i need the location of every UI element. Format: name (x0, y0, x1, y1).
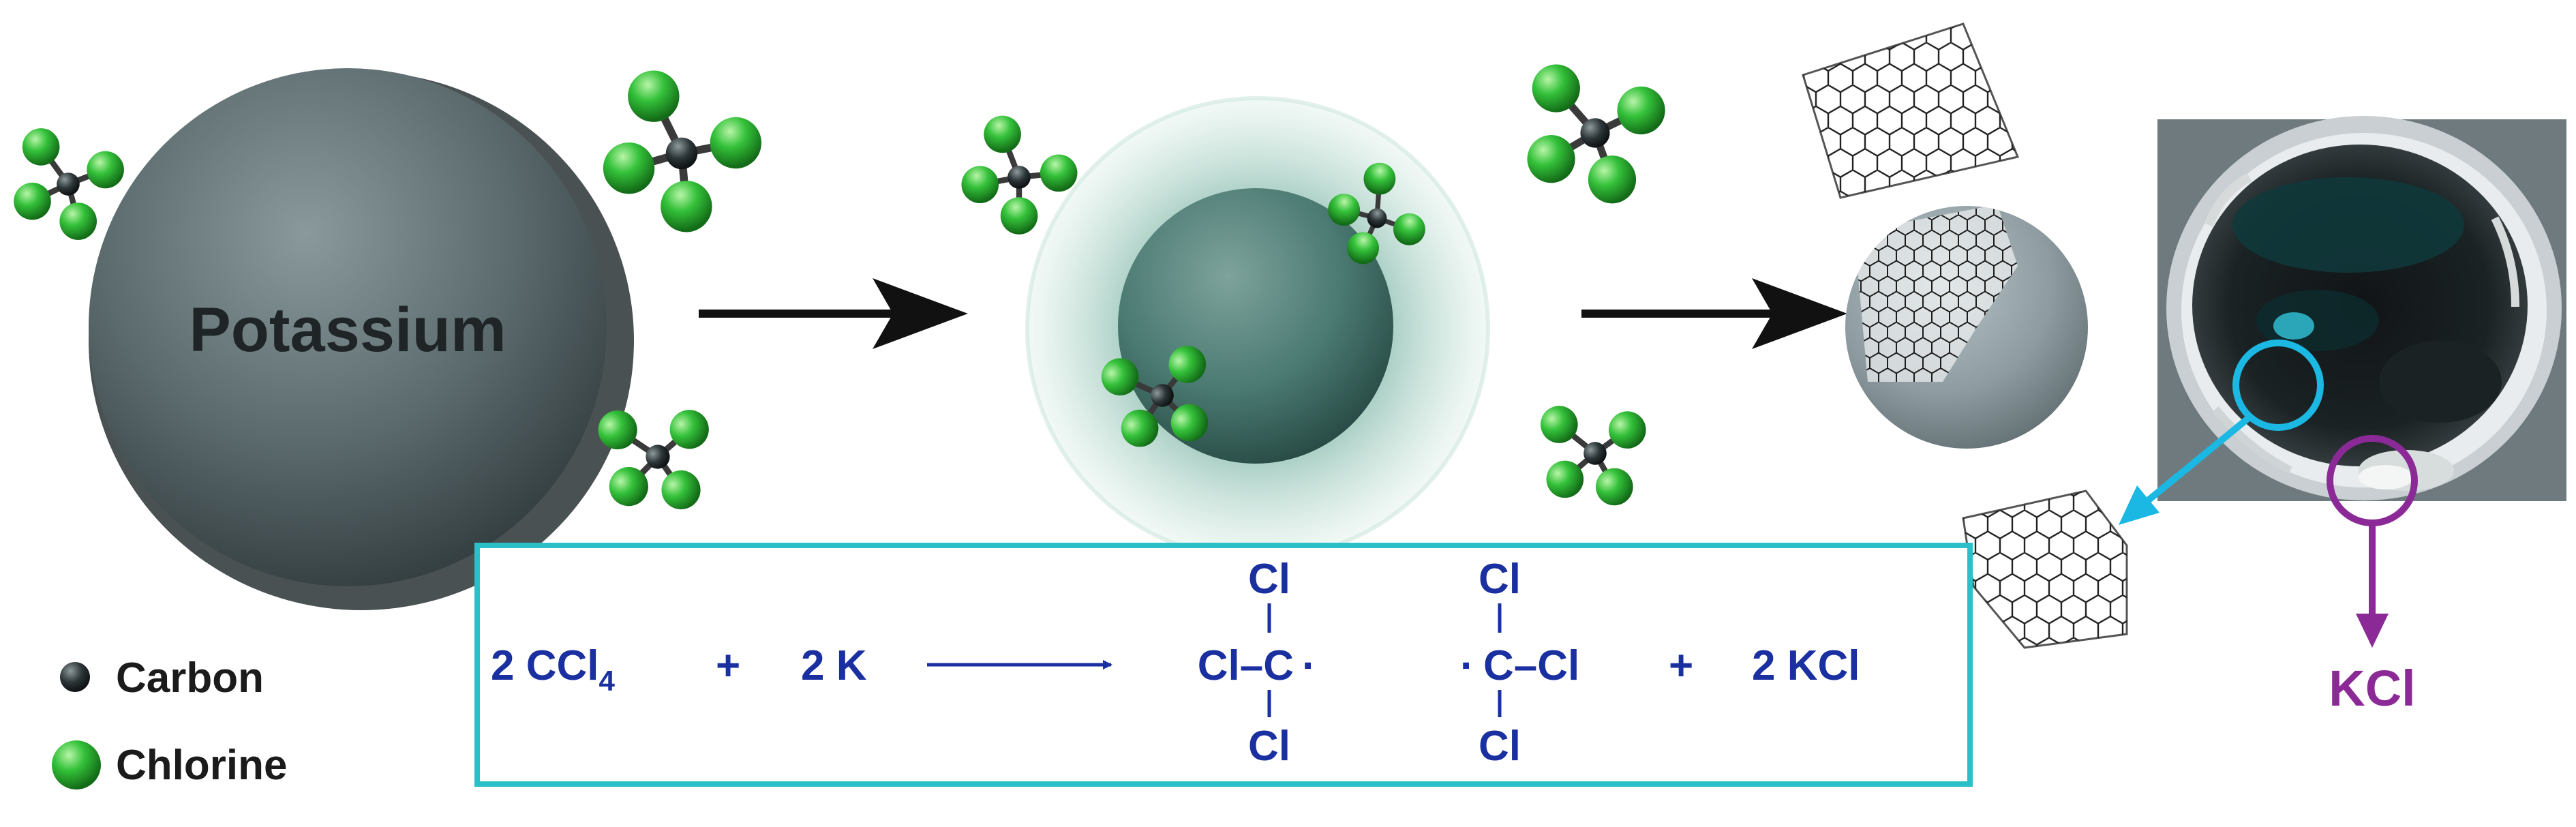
graphene-sheet-icon (1962, 490, 2128, 649)
potassium-label: Potassium (189, 295, 506, 365)
product-kcl: 2 KCl (1752, 642, 1860, 689)
carbon-atom-icon (60, 662, 90, 692)
ccl4-molecule-icon (594, 64, 771, 243)
radical1-top-cl: Cl (1248, 556, 1290, 603)
chlorine-atom-icon (52, 740, 101, 790)
kcl-label: KCl (2329, 660, 2415, 717)
graphene-sheet-icon (1802, 22, 2020, 199)
radical2-middle: C–Cl (1483, 642, 1579, 689)
reacting-sphere (1025, 96, 1490, 561)
legend: Carbon Chlorine (52, 655, 287, 790)
plus-sign-1: + (716, 642, 740, 689)
legend-chlorine-label: Chlorine (116, 742, 287, 789)
graphene-coated-sphere (1845, 206, 2088, 449)
ccl4-molecule-icon (14, 128, 124, 240)
ccl4-molecule-icon (1528, 385, 1664, 522)
reaction-arrow-icon (1581, 278, 1847, 349)
product-photo (2157, 116, 2566, 501)
radical2-top-cl: Cl (1479, 556, 1521, 603)
radical2-bottom-cl: Cl (1479, 723, 1521, 770)
reactant-ccl4: 2 CCl4 (491, 642, 615, 697)
equation-box: 2 CCl4 + 2 K Cl Cl–C · Cl Cl · C–Cl Cl +… (474, 543, 1973, 787)
reactant-potassium: 2 K (801, 642, 867, 689)
graphene-callout (2119, 340, 2324, 525)
plus-sign-2: + (1669, 642, 1693, 689)
radical2-dot: · (1460, 642, 1474, 689)
reaction-arrow-icon (699, 278, 968, 349)
ccl4-molecule-icon (1519, 55, 1673, 211)
kcl-callout: KCl (2327, 435, 2418, 717)
potassium-sphere: Potassium (89, 68, 634, 610)
radical1-bottom-cl: Cl (1248, 723, 1290, 770)
legend-carbon-label: Carbon (116, 655, 264, 702)
radical1-dot: · (1302, 642, 1316, 689)
radical1-middle: Cl–C (1198, 642, 1294, 689)
